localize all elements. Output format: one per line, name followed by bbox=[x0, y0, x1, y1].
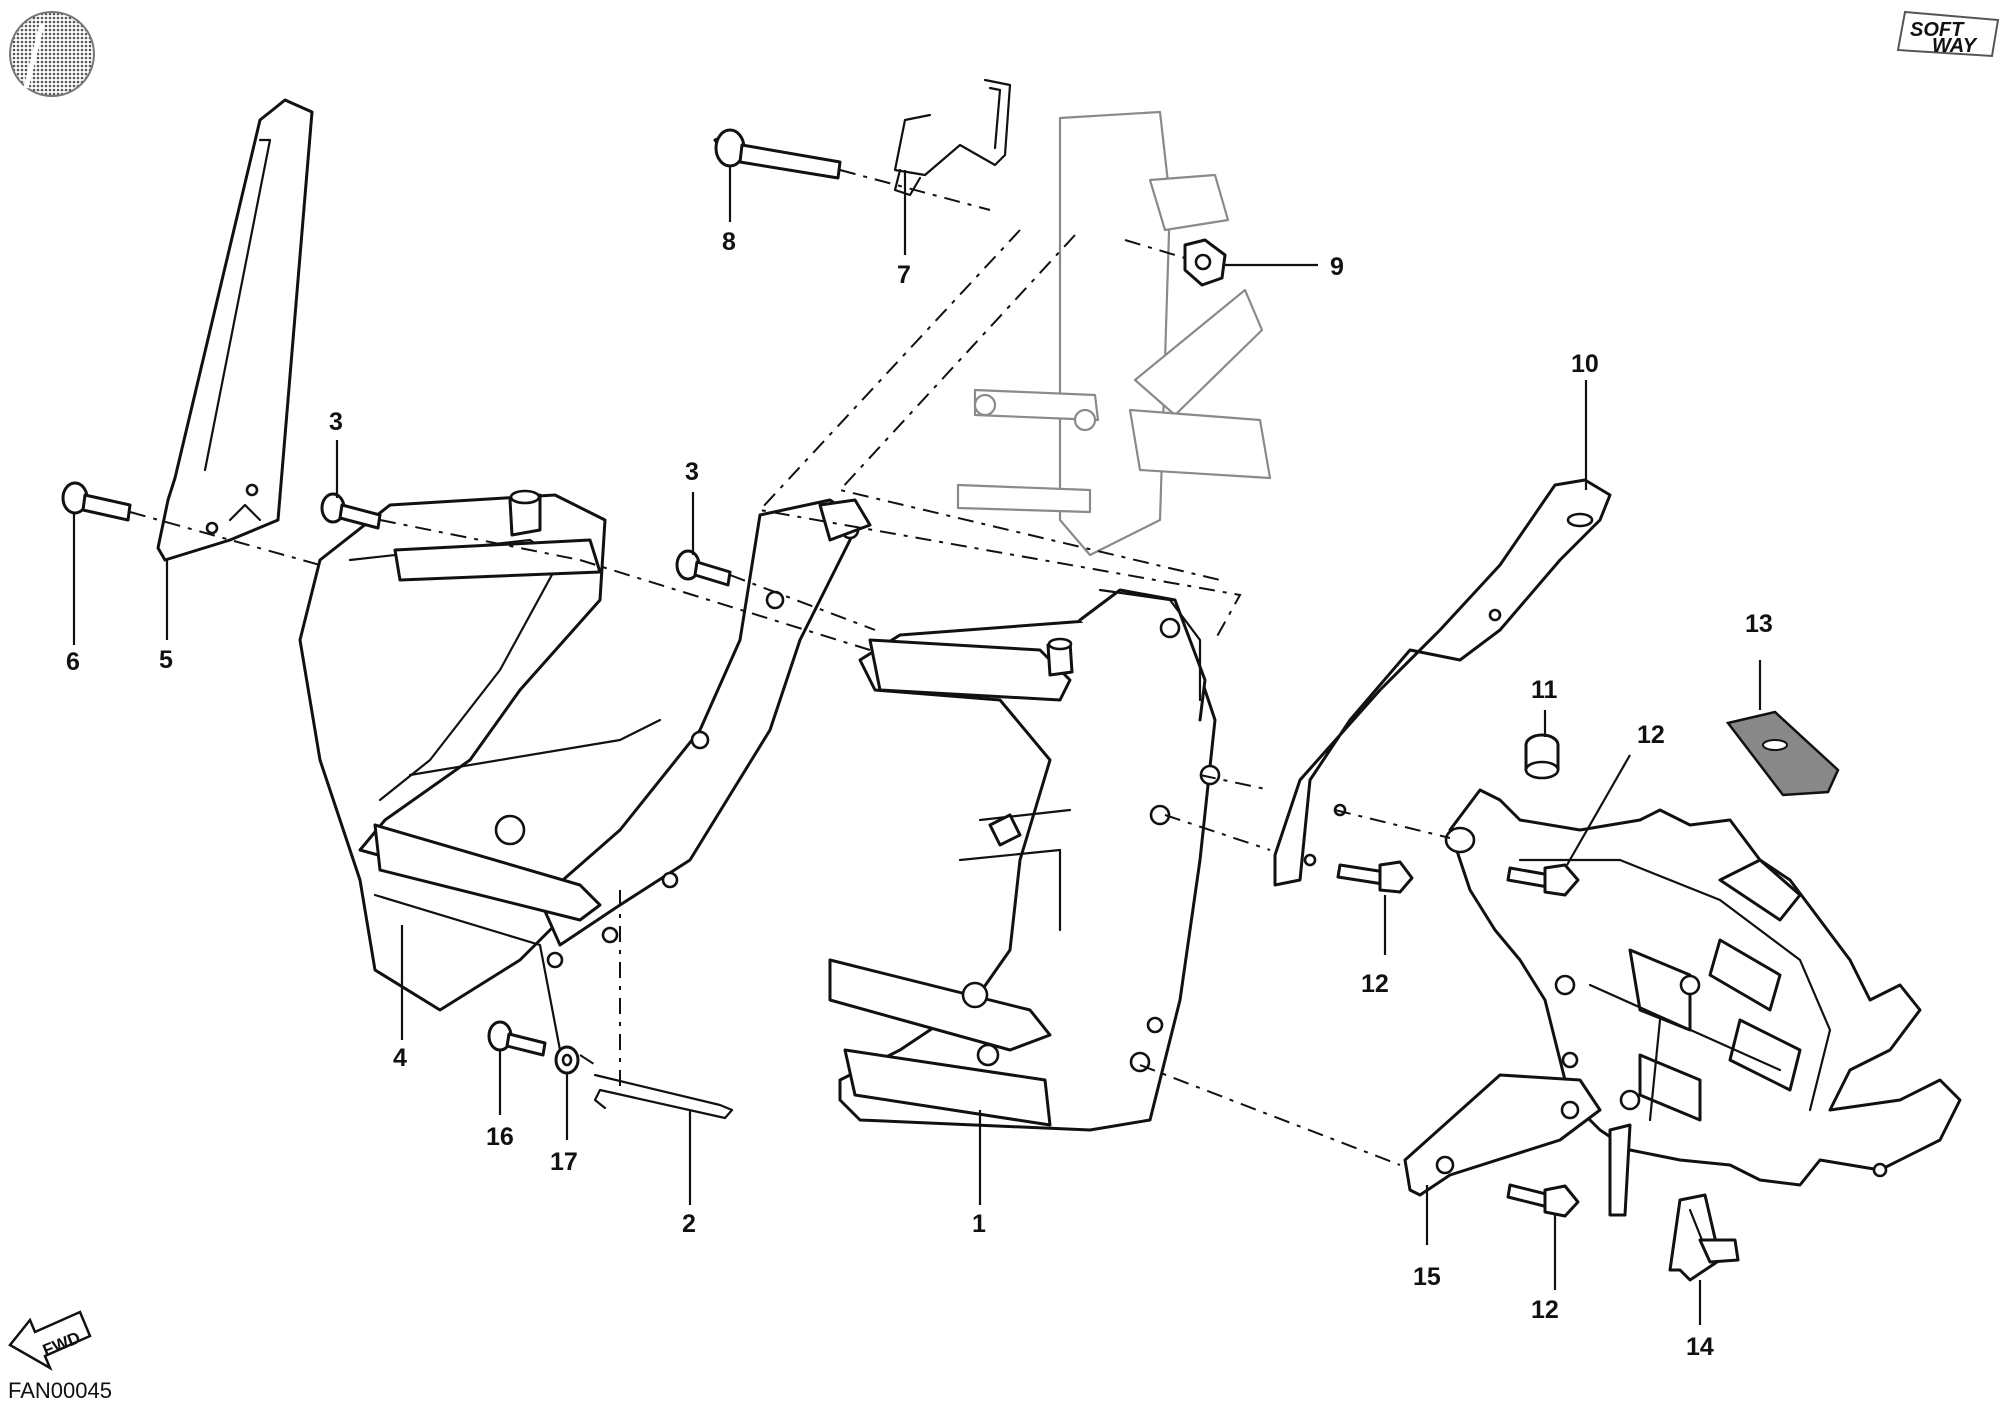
callout-3-right: 3 bbox=[685, 458, 699, 486]
rubber-pad-part-13 bbox=[1725, 710, 1840, 797]
bracket-part-15 bbox=[1403, 1073, 1632, 1217]
callout-13: 13 bbox=[1745, 610, 1773, 638]
callout-7: 7 bbox=[897, 261, 911, 289]
frame-head-ghost bbox=[956, 110, 1272, 557]
grommet-part-11 bbox=[1524, 733, 1560, 780]
callout-12-upper: 12 bbox=[1637, 721, 1665, 749]
bolt-part-12-upper bbox=[1506, 863, 1580, 897]
clip-part-14 bbox=[1668, 1193, 1740, 1282]
callout-9: 9 bbox=[1330, 253, 1344, 281]
bolt-part-16 bbox=[487, 1020, 547, 1057]
bolt-part-12-lower bbox=[1506, 1183, 1580, 1218]
callout-3-left: 3 bbox=[329, 408, 343, 436]
callout-5: 5 bbox=[159, 646, 173, 674]
callout-labels: 1 2 3 3 4 5 6 7 8 9 10 11 12 12 12 13 14… bbox=[66, 228, 1773, 1361]
nut-part-9 bbox=[1183, 238, 1227, 287]
svg-text:WAY: WAY bbox=[1932, 35, 1978, 57]
callout-16: 16 bbox=[486, 1123, 514, 1151]
reference-code: FAN00045 bbox=[8, 1378, 112, 1403]
left-air-duct-part-4 bbox=[298, 489, 872, 1052]
washer-part-17 bbox=[554, 1045, 580, 1075]
callout-12-middle: 12 bbox=[1361, 970, 1389, 998]
side-plate-part-5 bbox=[156, 98, 314, 562]
bolt-part-3-right bbox=[675, 549, 732, 587]
callout-2: 2 bbox=[682, 1210, 696, 1238]
fwd-arrow-icon: FWD bbox=[8, 1310, 92, 1371]
assembly-lines bbox=[129, 169, 1451, 1166]
wire-clip-part-7 bbox=[893, 78, 1012, 197]
bolt-part-8 bbox=[713, 128, 842, 180]
bracket-part-10 bbox=[1273, 478, 1612, 887]
svg-text:SOFT: SOFT bbox=[1910, 19, 1965, 41]
right-air-duct-part-1 bbox=[828, 588, 1221, 1132]
callout-6: 6 bbox=[66, 648, 80, 676]
brand-logo-icon: SOFT WAY bbox=[1896, 10, 2000, 58]
callout-4: 4 bbox=[393, 1044, 407, 1072]
callout-10: 10 bbox=[1571, 350, 1599, 378]
callout-17: 17 bbox=[550, 1148, 578, 1176]
bolt-part-3-left bbox=[320, 492, 382, 530]
callout-14: 14 bbox=[1686, 1333, 1714, 1361]
bolt-part-6 bbox=[61, 481, 132, 522]
callout-11: 11 bbox=[1531, 676, 1558, 704]
spring-clip-part-2 bbox=[593, 1073, 734, 1120]
bolt-part-12-middle bbox=[1336, 860, 1414, 894]
disc-logo-icon bbox=[9, 11, 95, 97]
callout-12-lower: 12 bbox=[1531, 1296, 1559, 1324]
leader-lines bbox=[72, 166, 1762, 1325]
callout-15: 15 bbox=[1413, 1263, 1441, 1291]
callout-8: 8 bbox=[722, 228, 736, 256]
callout-1: 1 bbox=[972, 1210, 986, 1238]
